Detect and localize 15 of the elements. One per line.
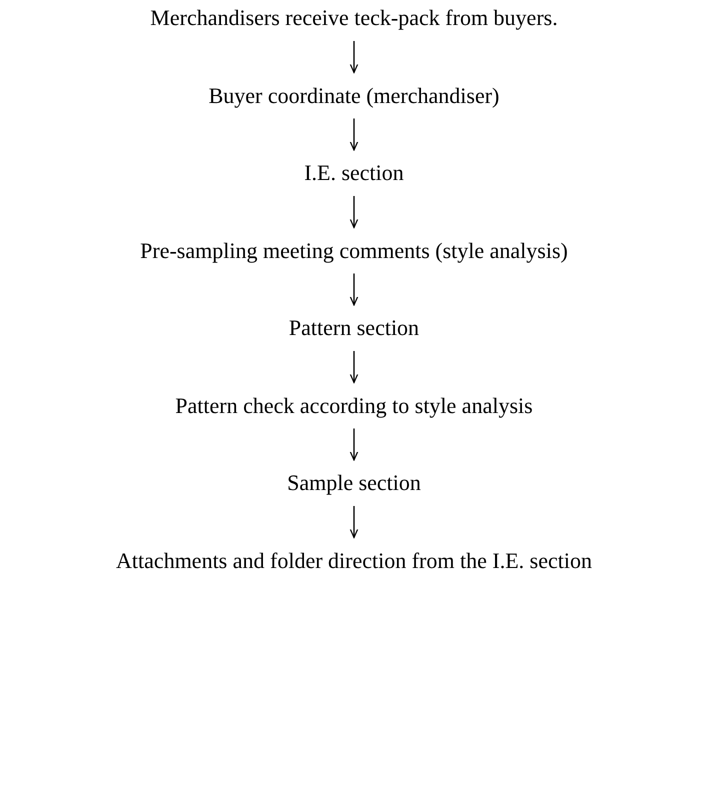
step-text: Merchandisers receive teck-pack from buyers. <box>150 5 558 31</box>
arrow <box>350 41 358 74</box>
arrow <box>350 506 358 538</box>
arrow <box>350 274 358 306</box>
arrow <box>350 196 358 228</box>
step-text: Attachments and folder direction from the I.E. section <box>116 548 592 574</box>
arrow <box>350 118 358 151</box>
step-text: Buyer coordinate (merchandiser) <box>208 82 500 108</box>
step-text: Pattern check according to style analysis <box>175 392 533 418</box>
step-text: Pattern section <box>288 315 420 341</box>
step-text: Pre-sampling meeting comments (style analysis) <box>140 238 568 264</box>
step-text: Sample section <box>287 470 421 496</box>
arrow <box>350 428 358 461</box>
arrow <box>350 351 358 384</box>
step-text: I.E. section <box>304 160 404 186</box>
